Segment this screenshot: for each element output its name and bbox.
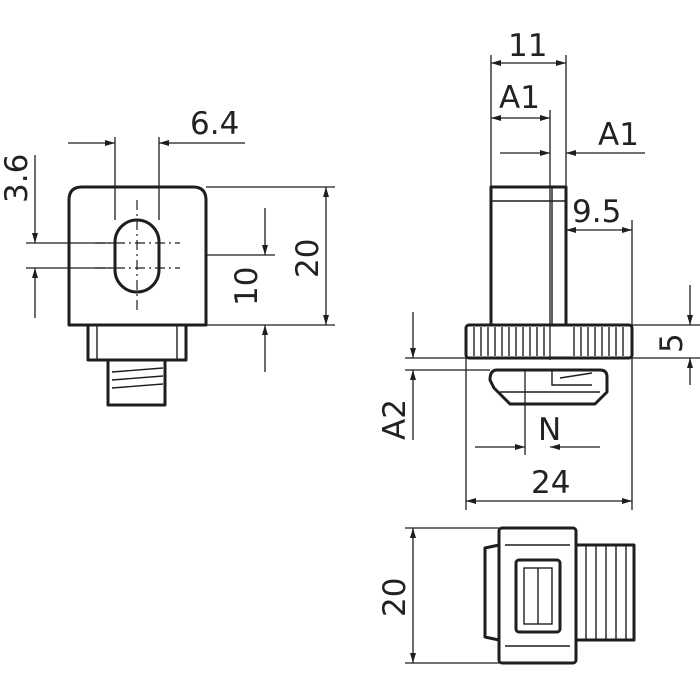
t-nut [488,368,609,406]
bottom-body [497,526,578,665]
label-3-6: 3.6 [0,154,35,203]
dim-20-left: 20 [206,186,335,326]
label-a1-top: A1 [499,80,540,116]
dim-3-6: 3.6 [0,154,115,318]
label-11: 11 [508,28,547,64]
dim-6-4: 6.4 [68,106,245,220]
label-n: N [538,412,561,448]
side-view [464,185,634,406]
label-5: 5 [654,333,690,353]
dim-9-5: 9.5 [566,194,633,325]
dim-n: N [475,370,600,455]
bottom-view [483,526,636,665]
t-nut-thread [551,370,593,386]
bottom-slot [514,558,562,634]
thread-lines [585,545,627,640]
label-24: 24 [531,465,570,501]
label-20-left: 20 [290,239,326,278]
label-6-4: 6.4 [190,106,239,142]
label-10: 10 [229,267,265,306]
dim-a1-top: A1 [491,80,551,360]
knurl-lines [473,327,624,356]
dim-24: 24 [465,358,633,510]
bottom-right-stub [576,543,636,642]
label-9-5: 9.5 [572,194,621,230]
label-a1-right: A1 [598,117,639,153]
label-20-bottom: 20 [377,578,413,617]
dim-10: 10 [206,208,275,372]
dim-5: 5 [632,285,700,385]
front-stem [106,360,167,407]
side-shaft [489,185,568,327]
dim-11: 11 [490,28,567,187]
knurled-flange [464,323,634,360]
label-a2: A2 [377,399,413,440]
front-view [67,185,208,407]
dim-20-bottom: 20 [377,527,499,664]
front-collar [86,325,188,362]
dim-a2: A2 [377,312,490,440]
dim-a1-right: A1 [500,117,645,156]
bottom-left-stub [483,543,500,642]
